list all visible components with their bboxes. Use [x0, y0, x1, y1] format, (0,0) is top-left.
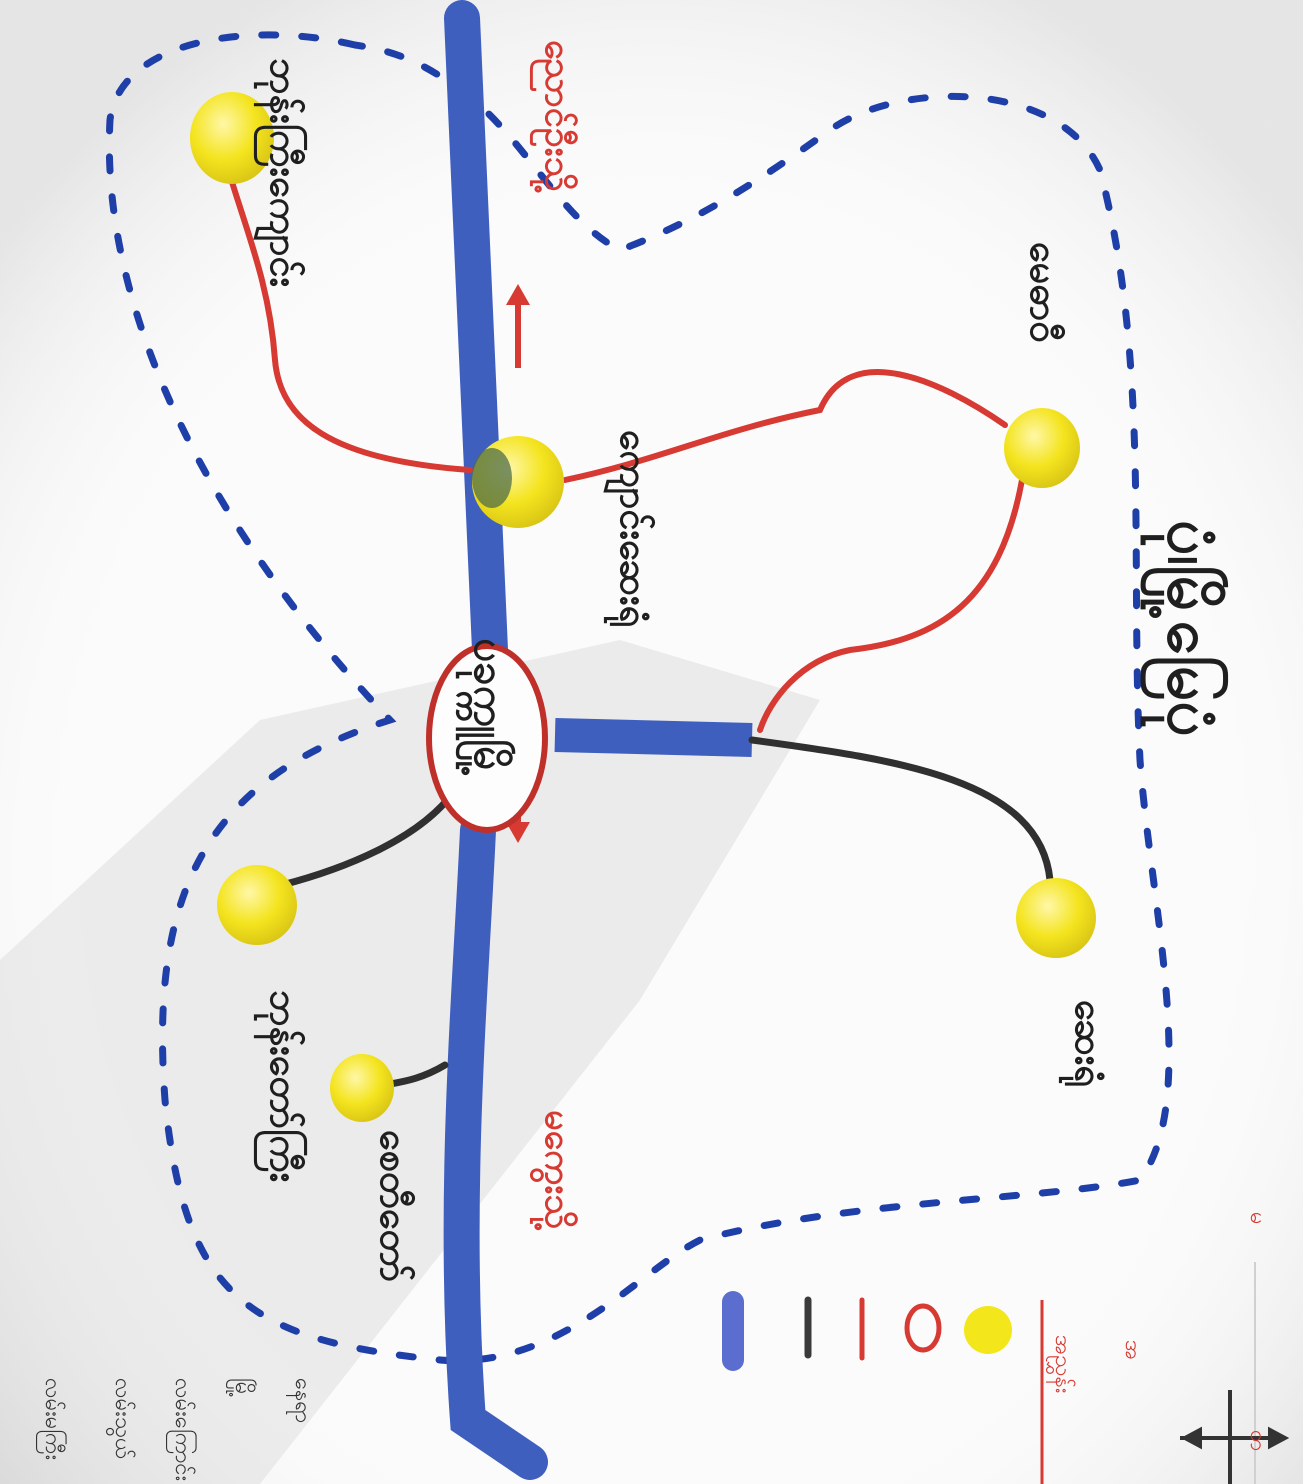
place-dot-4	[1016, 878, 1096, 958]
place-label-6: စေတီတော်	[372, 1130, 416, 1283]
east-arrow-head	[506, 284, 530, 305]
place-dot-icon	[964, 1306, 1012, 1354]
place-dot-2-overlap	[472, 448, 512, 508]
main-road-branch	[554, 718, 753, 757]
compass-icon	[1180, 1390, 1290, 1484]
place-dot-1	[190, 92, 274, 184]
route-1	[229, 179, 473, 473]
city-center-label: ပခုက္ကူမြို့	[465, 638, 514, 777]
route-3	[757, 477, 1025, 733]
main-road-north	[444, 0, 508, 668]
city-circle-icon	[904, 1303, 942, 1353]
legend	[722, 1262, 1290, 1484]
place-label-4: ဆေးရုံ	[1067, 1000, 1111, 1088]
place-dot-6	[330, 1054, 394, 1122]
west-direction-label: မကွေးသို့	[537, 1110, 578, 1230]
city-center-ring	[426, 643, 548, 833]
place-dot-3	[1004, 408, 1080, 488]
place-label-2: ကျောင်းဆေးရုံ	[612, 430, 656, 628]
place-label-5: ဘုန်းတော်ကြီး	[262, 990, 306, 1183]
place-dot-5	[217, 865, 297, 945]
minor-road-1	[748, 736, 1054, 884]
place-label-1: ဘုန်းကြီးကျောင်း	[262, 58, 306, 288]
east-direction-label: ညောင်ဦးသို့	[537, 40, 578, 192]
legend-route-label: လမ်းကြောင်း	[170, 1378, 195, 1482]
west-arrow-head	[506, 822, 530, 843]
legend-place-label: နေရာ	[290, 1378, 315, 1424]
compass-north: မ	[1245, 1212, 1270, 1225]
compass-title: အညွှန်း	[1050, 1335, 1075, 1394]
minor-road-2	[278, 786, 459, 889]
legend-road-label: လမ်းမကြီး	[40, 1378, 65, 1461]
compass-south: တ	[1245, 1430, 1270, 1452]
place-label-3: မေဓာဝီ	[1022, 242, 1066, 343]
map-title: ပုံ၊မြို့မြေပုံ	[1154, 520, 1227, 737]
route-2	[562, 369, 1008, 483]
legend-city-label: မြို့	[230, 1378, 255, 1398]
main-road-south	[443, 812, 548, 1480]
compass-east: အ	[1120, 1340, 1145, 1361]
legend-minor-road-label: လမ်းသွယ်	[110, 1378, 135, 1460]
town-boundary	[105, 31, 1173, 1365]
